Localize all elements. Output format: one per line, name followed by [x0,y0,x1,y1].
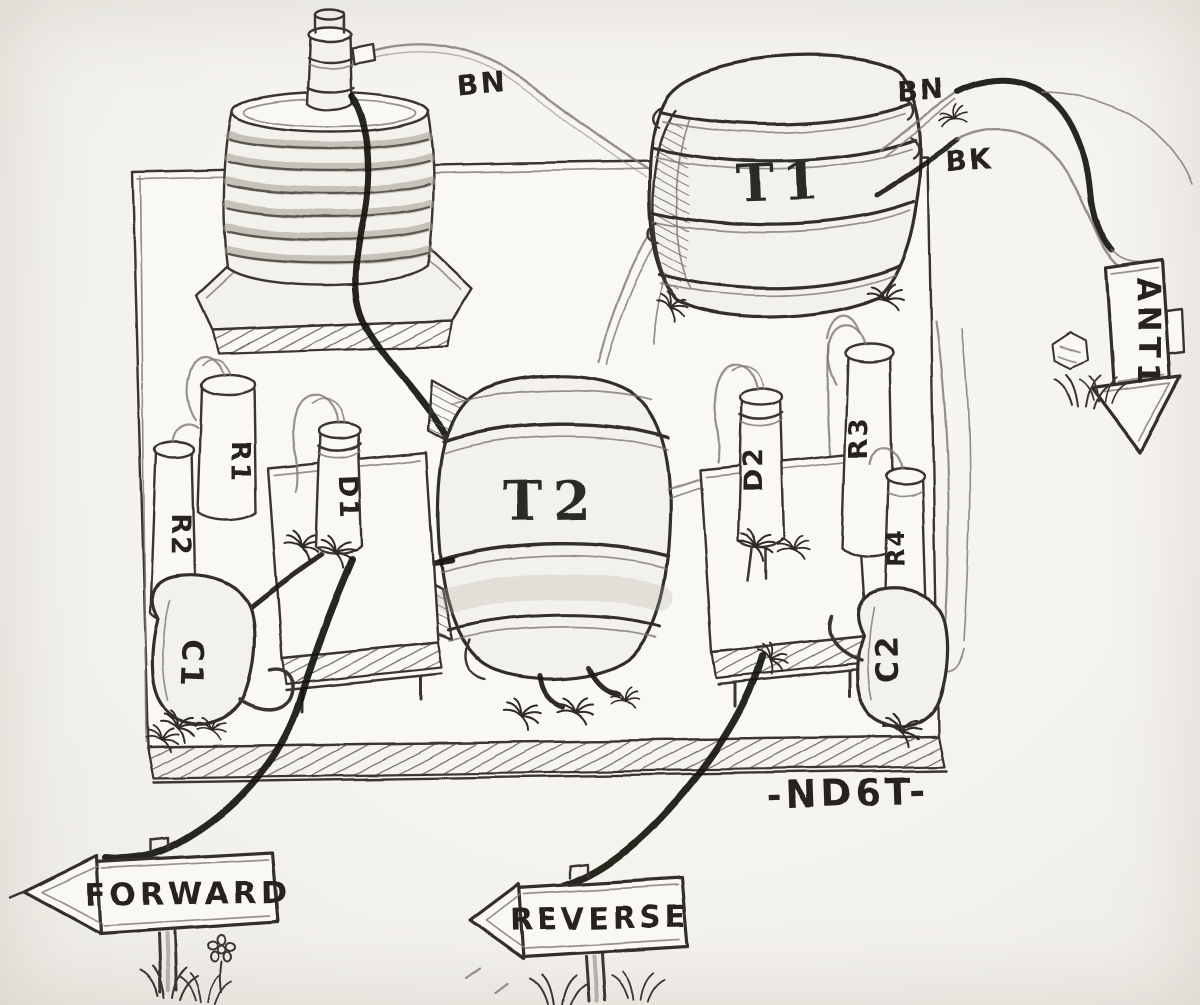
forward-sign-label: FORWARD [85,874,291,914]
coil-base-edge [210,318,454,356]
r2-label: R2 [165,513,196,557]
left-subboard-edge [280,640,444,686]
sketch-root: T1 BN BK BN [8,7,1193,1005]
bn-right-label: BN [896,72,947,108]
artist-signature: -ND6T- [766,769,929,818]
coil-assembly [194,7,474,590]
forward-detector-board: D1 [243,394,444,714]
r4-label: R4 [881,528,910,569]
reverse-coax [560,652,766,890]
c2-capacitor: C2 [828,587,950,749]
t1-toroid: T1 [646,54,975,326]
d2-diode: D2 [713,363,814,582]
t2-toroid: T2 [359,374,722,733]
bk-label: BK [945,143,994,178]
forward-coax [102,556,356,863]
d1-diode: D1 [291,394,365,571]
reverse-detector-board: D2 [560,363,872,890]
bk-wire [873,137,961,199]
t2-label: T2 [502,468,601,534]
c1-label: C1 [173,639,211,691]
d2-label: D2 [738,447,769,492]
ant1-sign-label: ANT1 [1130,278,1166,391]
reverse-sign: REVERSE [464,862,690,1005]
forward-sign: FORWARD [8,836,291,1005]
d1-label: D1 [332,475,365,521]
r1-label: R1 [225,441,255,483]
reverse-sign-label: REVERSE [509,899,690,937]
t1-label: T1 [735,150,828,214]
c1-capacitor: C1 [150,573,295,746]
coil-shaft [306,7,376,112]
antenna-feed-wires: BN BK [873,72,1193,278]
c2-label: C2 [869,633,907,685]
bn-left-label: BN [455,66,506,103]
r1-resistor: R1 [186,356,258,521]
flower-doodle [207,934,237,993]
board-front-edge [146,734,946,780]
ant1-sign: ANT1 [1051,258,1186,454]
r3-label: R3 [844,416,875,460]
coil-windings [223,131,436,265]
r3-resistor: R3 [826,324,896,559]
